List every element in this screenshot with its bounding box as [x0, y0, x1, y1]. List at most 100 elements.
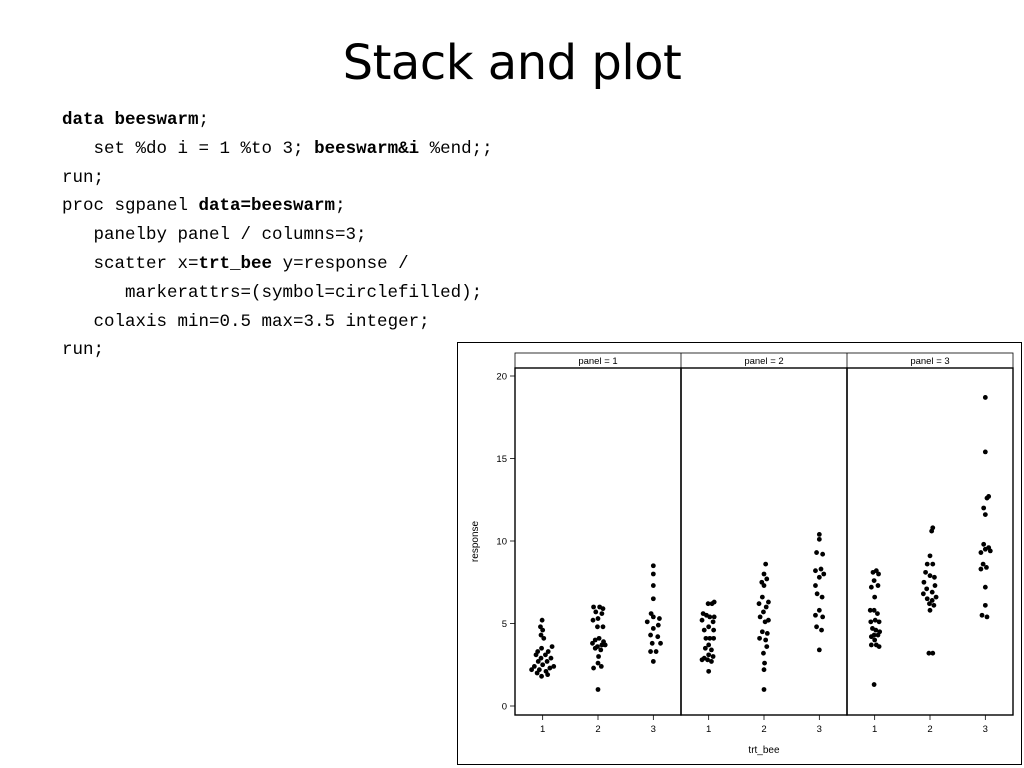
- data-point: [599, 642, 605, 648]
- slide-title: Stack and plot: [342, 35, 682, 91]
- data-point: [699, 657, 705, 663]
- code-line: scatter x=trt_bee y=response /: [62, 250, 493, 279]
- data-point: [926, 650, 932, 656]
- data-point: [868, 642, 874, 648]
- data-point: [761, 650, 766, 656]
- code-keyword: data beeswarm: [62, 110, 199, 130]
- data-point: [547, 665, 553, 671]
- data-point: [650, 563, 656, 569]
- data-point: [761, 571, 767, 577]
- data-point: [929, 598, 935, 603]
- data-point: [980, 561, 986, 567]
- data-point: [931, 602, 937, 608]
- code-text: panelby panel / columns=3;: [93, 225, 367, 246]
- data-point: [927, 607, 933, 613]
- data-point: [600, 606, 606, 612]
- code-text: run;: [62, 340, 105, 361]
- x-tick-label: 2: [595, 724, 600, 735]
- data-point: [650, 571, 656, 577]
- data-point: [593, 609, 599, 615]
- x-tick-label: 1: [872, 724, 877, 735]
- y-tick-label: 5: [502, 619, 507, 630]
- data-point: [819, 594, 825, 600]
- data-point: [981, 505, 987, 511]
- data-point: [868, 584, 874, 590]
- data-point: [590, 617, 596, 623]
- data-point: [813, 612, 818, 618]
- data-point: [538, 632, 544, 638]
- code-text: colaxis min=0.5 max=3.5 integer;: [93, 311, 430, 332]
- data-point: [705, 657, 710, 663]
- code-keyword: beeswarm&i: [314, 138, 420, 159]
- data-point: [709, 647, 714, 653]
- code-block: data beeswarm; set %do i = 1 %to 3; bees…: [62, 106, 493, 365]
- data-point: [924, 586, 930, 592]
- data-point: [763, 604, 769, 610]
- data-point: [549, 644, 555, 649]
- data-point: [821, 571, 827, 577]
- y-tick-label: 0: [502, 702, 507, 713]
- data-point: [595, 616, 601, 621]
- data-point: [759, 629, 765, 635]
- data-point: [650, 614, 656, 620]
- code-text: ;: [198, 110, 210, 130]
- data-point: [929, 528, 935, 534]
- data-point: [711, 627, 717, 633]
- data-point: [816, 532, 822, 537]
- data-point: [535, 659, 541, 664]
- data-point: [875, 611, 880, 616]
- data-point: [876, 644, 882, 649]
- data-point: [653, 649, 659, 654]
- code-text: markerattrs=(symbol=circlefilled);: [125, 282, 483, 303]
- data-point: [982, 602, 988, 608]
- data-point: [978, 566, 984, 572]
- data-point: [644, 619, 650, 625]
- data-point: [538, 655, 544, 661]
- data-point: [930, 561, 936, 567]
- data-point: [762, 660, 767, 666]
- code-line: run;: [62, 336, 493, 365]
- y-tick-label: 20: [496, 372, 507, 383]
- data-point: [930, 650, 936, 656]
- data-point: [927, 573, 933, 579]
- data-point: [534, 670, 540, 676]
- data-point: [876, 571, 881, 577]
- data-point: [870, 569, 876, 575]
- data-point: [871, 682, 877, 687]
- data-point: [539, 617, 545, 623]
- data-point: [872, 637, 878, 643]
- data-point: [591, 665, 596, 671]
- data-point: [982, 449, 988, 455]
- data-point: [924, 596, 930, 602]
- data-point: [872, 617, 878, 623]
- data-point: [599, 611, 605, 616]
- data-point: [701, 627, 707, 633]
- data-point: [591, 604, 596, 610]
- x-tick-label: 3: [651, 724, 656, 735]
- data-point: [982, 584, 988, 590]
- data-point: [871, 578, 877, 583]
- data-point: [539, 673, 544, 679]
- data-point: [602, 642, 608, 648]
- data-point: [529, 667, 534, 673]
- data-point: [657, 616, 662, 621]
- code-line: data beeswarm;: [62, 106, 493, 135]
- data-point: [711, 614, 717, 620]
- data-point: [816, 536, 822, 542]
- data-point: [816, 607, 822, 613]
- data-point: [819, 627, 824, 633]
- panel-header-label: panel = 3: [910, 356, 949, 367]
- data-point: [759, 594, 765, 600]
- code-line: proc sgpanel data=beeswarm;: [62, 192, 493, 221]
- data-point: [761, 667, 767, 673]
- x-tick-label: 1: [540, 724, 545, 735]
- data-point: [984, 495, 990, 501]
- data-point: [814, 624, 819, 630]
- data-point: [551, 664, 557, 669]
- data-point: [820, 614, 826, 620]
- data-point: [761, 687, 767, 692]
- code-line: colaxis min=0.5 max=3.5 integer;: [62, 308, 493, 337]
- data-point: [600, 624, 606, 630]
- data-point: [598, 647, 604, 653]
